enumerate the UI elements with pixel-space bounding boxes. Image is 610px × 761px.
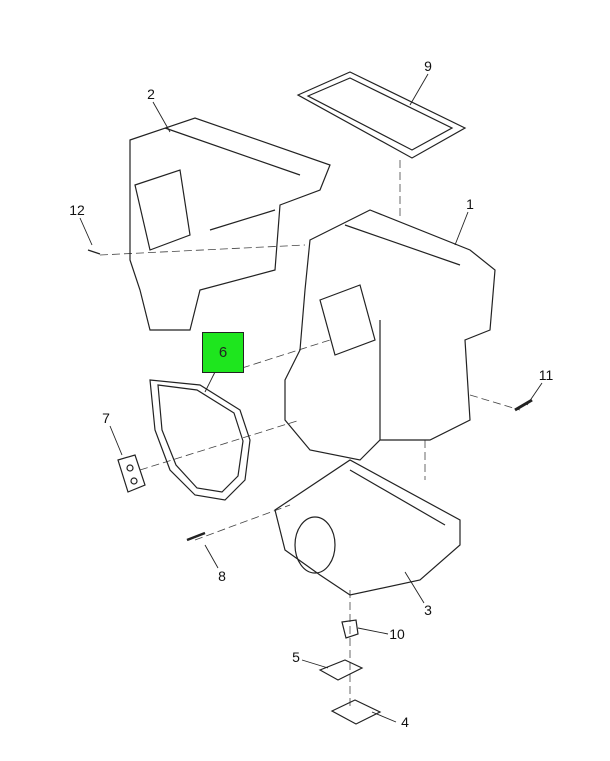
- part-6-gasket: [149, 379, 251, 501]
- hardware: [87, 249, 533, 725]
- callout-4[interactable]: 4: [401, 714, 409, 730]
- leader-lines: [79, 73, 543, 723]
- callout-5[interactable]: 5: [292, 649, 300, 665]
- part-2-upper-case: [129, 117, 331, 331]
- callout-12[interactable]: 12: [69, 202, 85, 218]
- part-1-case: [284, 209, 496, 461]
- callout-7[interactable]: 7: [102, 410, 110, 426]
- callout-11[interactable]: 11: [538, 367, 554, 383]
- callout-8[interactable]: 8: [218, 568, 226, 584]
- callout-3[interactable]: 3: [424, 602, 432, 618]
- callout-2[interactable]: 2: [147, 86, 155, 102]
- callout-10[interactable]: 10: [389, 626, 405, 642]
- part-7-pad: [117, 454, 146, 493]
- callout-1[interactable]: 1: [466, 196, 474, 212]
- callout-6-highlighted[interactable]: 6: [202, 332, 244, 373]
- callout-9[interactable]: 9: [424, 58, 432, 74]
- part-9-seal: [296, 71, 467, 159]
- part-3-lower-case: [274, 459, 461, 596]
